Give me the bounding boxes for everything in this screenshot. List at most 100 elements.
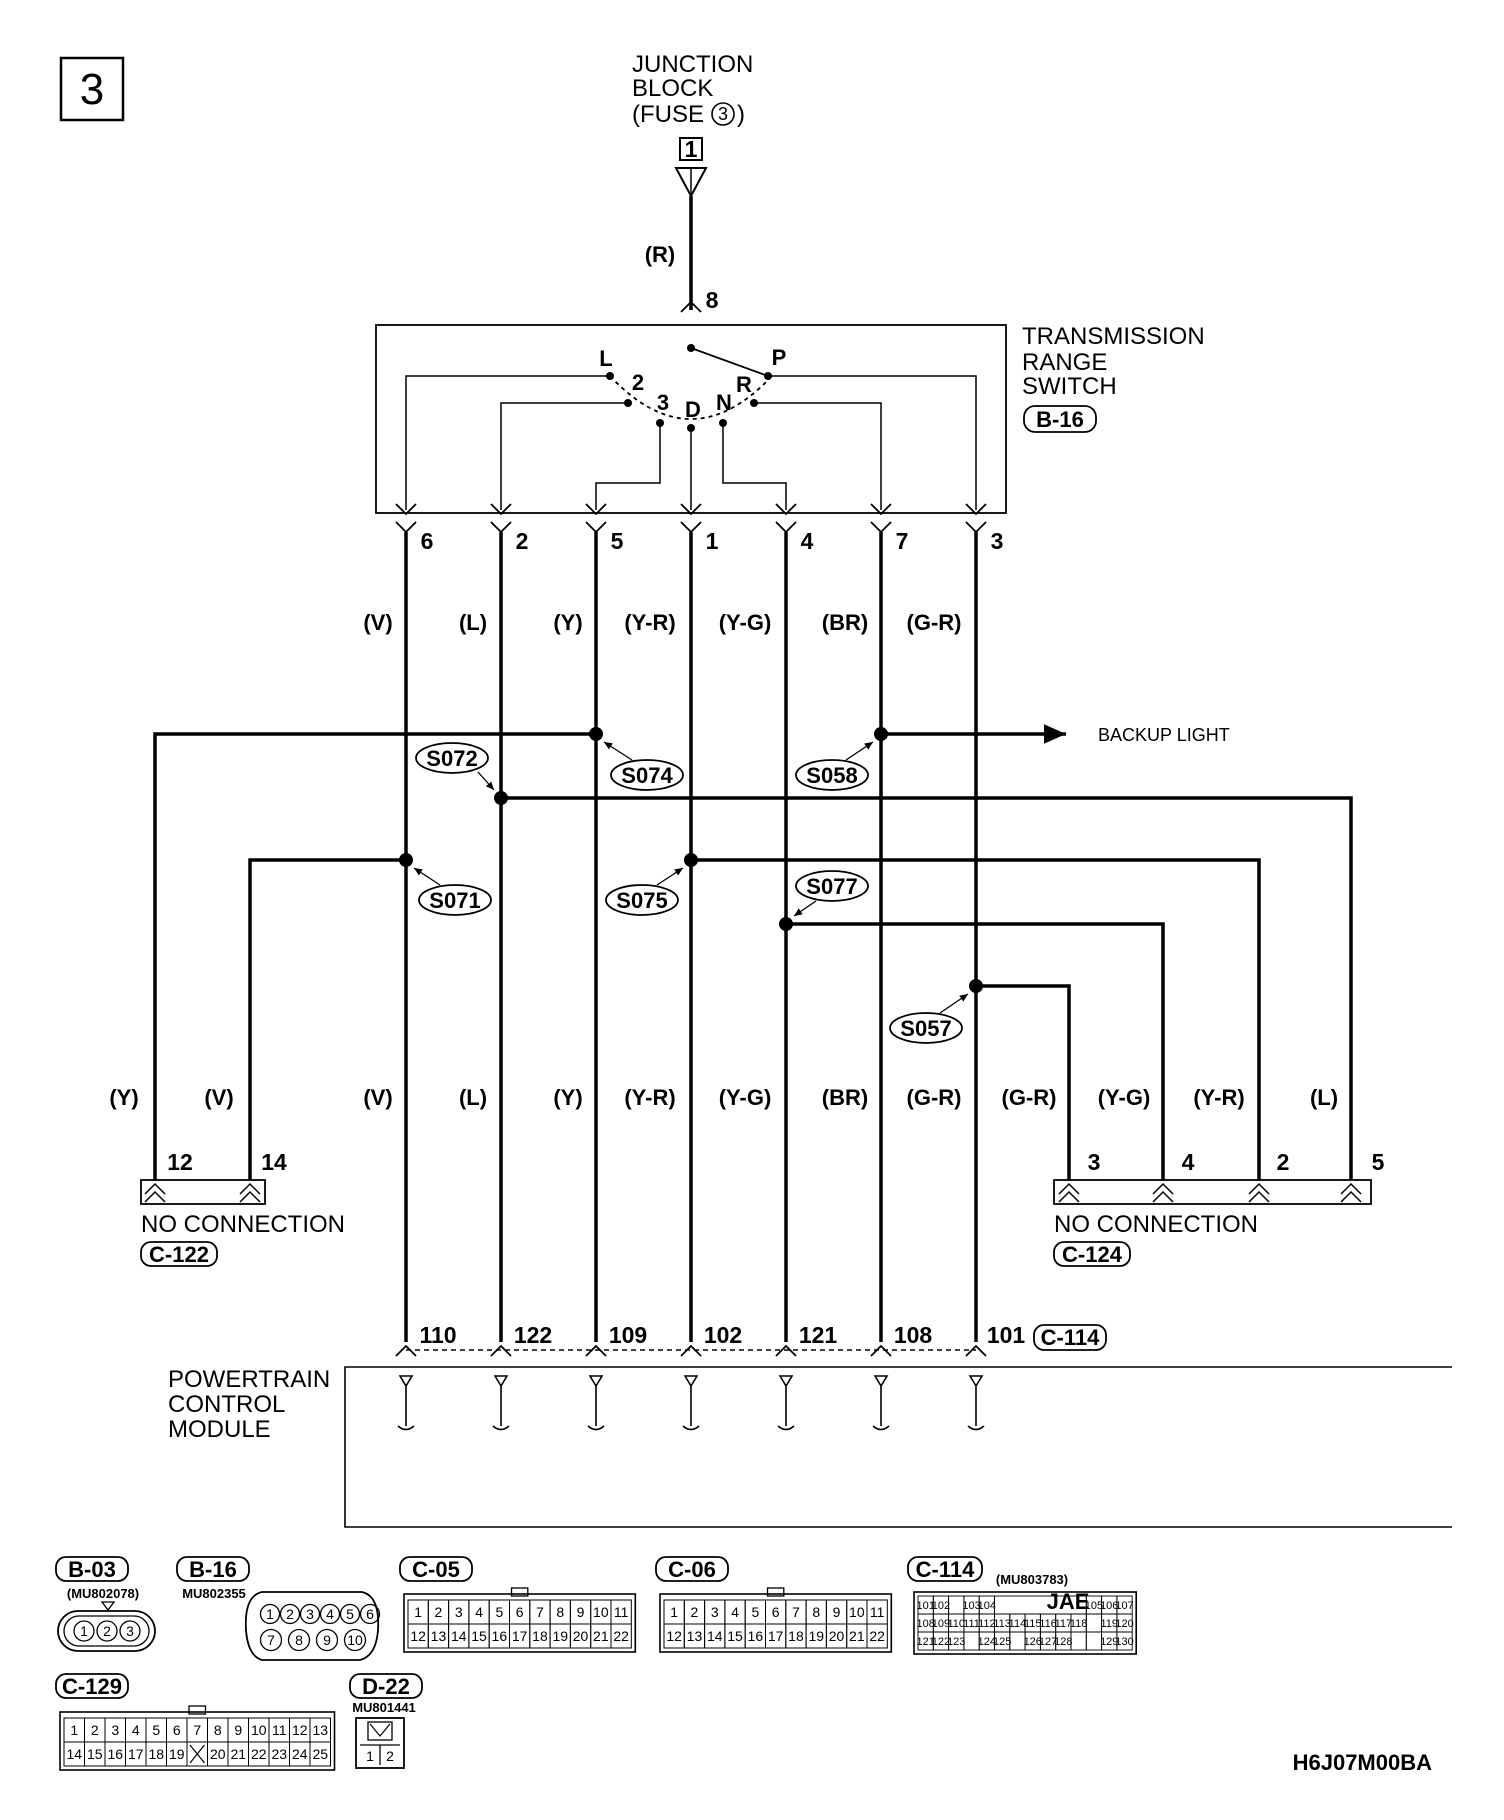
c114-pin-number: 124 (978, 1636, 996, 1648)
c129-pin-number: 5 (152, 1722, 160, 1738)
c129-pin-number: 12 (292, 1722, 308, 1738)
switch-label-line3: SWITCH (1022, 373, 1117, 400)
left-conn-color-y: (Y) (109, 1085, 138, 1110)
junction-terminal-box (679, 137, 703, 161)
switch-connector-label: B-16 (1036, 407, 1084, 432)
c129-pin-number: 22 (251, 1746, 267, 1762)
wire-color-bottom-v: (V) (363, 1085, 392, 1110)
wire-color-top-y-r: (Y-R) (624, 610, 675, 635)
wire-color-top-br: (BR) (822, 610, 868, 635)
c06-key (766, 1587, 785, 1597)
c06-housing (659, 1593, 893, 1653)
splice-s077: S077 (793, 870, 869, 917)
c129-pin-number: 23 (271, 1746, 287, 1762)
transmission-range-switch: TRANSMISSION RANGE SWITCH B-16 L 2 3 D N… (375, 323, 1205, 514)
right-conn-color-l: (L) (1310, 1085, 1338, 1110)
c114-pin-number: 101 (916, 1600, 934, 1612)
c06-pin-number: 14 (707, 1628, 723, 1644)
c06-pin-number: 19 (808, 1628, 824, 1644)
c122-pin-14: 14 (261, 1149, 287, 1175)
c129-pin-number: 25 (312, 1746, 328, 1762)
c114-pin-number: 126 (1024, 1636, 1042, 1648)
switch-pin-1: 1 (706, 528, 719, 554)
c06-pin-number: 12 (666, 1628, 682, 1644)
c129-pin-number: 8 (214, 1722, 222, 1738)
pcm-pin-122: 122 (514, 1322, 552, 1348)
c06-pin-cell (866, 1623, 888, 1649)
c05-housing (403, 1593, 637, 1653)
svg-text:S072: S072 (426, 746, 477, 771)
wire-color-bottom-y: (Y) (553, 1085, 582, 1110)
c114-jae: JAE (1047, 1589, 1090, 1614)
c05-pin-number: 8 (556, 1604, 564, 1620)
b16-pin-number: 6 (366, 1606, 374, 1622)
c122-pin-12: 12 (167, 1149, 193, 1175)
c06-pin-number: 9 (833, 1604, 841, 1620)
c114-pin-cell (1116, 1631, 1133, 1651)
c129-pin-number: 24 (292, 1746, 308, 1762)
c129-pin-number: 9 (234, 1722, 242, 1738)
wire-color-top-v: (V) (363, 610, 392, 635)
c05-pin-number: 13 (431, 1628, 447, 1644)
b16-pin-number: 7 (267, 1632, 275, 1648)
svg-text:S074: S074 (621, 763, 673, 788)
c05-pin-number: 3 (455, 1604, 463, 1620)
b16-pin (259, 1603, 281, 1625)
page-number-box: 3 (59, 56, 125, 122)
c114-pin-number: 102 (932, 1600, 950, 1612)
page-number: 3 (80, 65, 104, 114)
c124-pin-2: 2 (1277, 1149, 1290, 1175)
c129-housing (59, 1711, 336, 1771)
splice-labels: S072 S074 S058 S071 S075 S077 (413, 741, 969, 1044)
c114-pin-number: 111 (963, 1618, 980, 1630)
switch-pin-6: 6 (421, 528, 434, 554)
c114-pin-number: 110 (947, 1618, 965, 1630)
c114-pin-number: 104 (978, 1600, 996, 1612)
splice-s058: S058 (795, 741, 874, 791)
c114-pin-number: 127 (1039, 1636, 1057, 1648)
wire-color-top-y: (Y) (553, 610, 582, 635)
c114-pin-number: 103 (962, 1600, 980, 1612)
c06-pin-number: 6 (772, 1604, 780, 1620)
c06-pin-number: 3 (711, 1604, 719, 1620)
svg-text:S075: S075 (616, 888, 667, 913)
c114-pin-cell (1070, 1631, 1087, 1651)
c06-pin-number: 15 (727, 1628, 743, 1644)
c06-pin-number: 16 (748, 1628, 764, 1644)
b16-part: MU802355 (182, 1586, 246, 1601)
b16-pin-number: 10 (347, 1632, 363, 1648)
c05-pin-number: 22 (613, 1628, 629, 1644)
c05-pin-cell (610, 1623, 632, 1649)
c129-pin-number: 19 (169, 1746, 185, 1762)
c129-pin-number: 20 (210, 1746, 226, 1762)
c124-pin-3: 3 (1088, 1149, 1101, 1175)
junction-label-line3: (FUSE (632, 101, 704, 128)
c05-pin-number: 18 (532, 1628, 548, 1644)
c114-housing (913, 1591, 1137, 1655)
switch-label-line1: TRANSMISSION (1022, 323, 1205, 350)
right-conn-color-y-r: (Y-R) (1193, 1085, 1244, 1110)
b16-pin-number: 8 (295, 1632, 303, 1648)
c06-pin-number: 7 (792, 1604, 800, 1620)
c129-pin-number: 3 (111, 1722, 119, 1738)
pcm-pin-101: 101 (987, 1322, 1026, 1348)
b16-pin (343, 1628, 367, 1652)
c05-pin-number: 7 (536, 1604, 544, 1620)
left-conn-color-v: (V) (204, 1085, 233, 1110)
wire-color-top-y-g: (Y-G) (719, 610, 772, 635)
junction-label-line2: BLOCK (632, 75, 713, 102)
backup-light-label: BACKUP LIGHT (1098, 725, 1230, 745)
svg-text:3: 3 (126, 1623, 134, 1639)
c129-pin-number: 11 (272, 1722, 287, 1738)
pcm-pin-109: 109 (609, 1322, 647, 1348)
c129-pin-number: 1 (70, 1722, 78, 1738)
fuse-circle (711, 102, 735, 126)
c129-pin-number: 14 (66, 1746, 82, 1762)
pcm-pin-110: 110 (419, 1322, 456, 1348)
position-2: 2 (632, 370, 644, 395)
svg-text:1: 1 (366, 1748, 374, 1764)
